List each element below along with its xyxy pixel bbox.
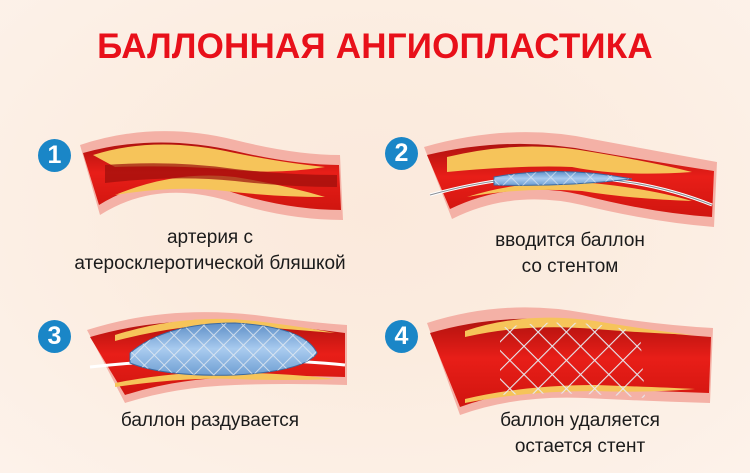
balloon-with-stent-inserted-illustration [424,132,717,227]
caption-line-1: вводится баллон [495,230,645,251]
step-number-badge: 2 [385,137,418,170]
caption-line-2: со стентом [521,256,619,277]
stent-remains-illustration [427,307,713,415]
step-number-badge: 3 [38,320,71,353]
caption-line-1: артерия с [166,227,254,248]
step-number-badge: 1 [38,139,71,172]
step-caption: баллон раздувается [80,408,340,434]
artery-with-plaque-illustration [80,131,343,220]
caption-line-2: остается стент [514,436,646,457]
step-caption: вводится баллон со стентом [470,228,670,280]
step-caption: баллон удаляется остается стент [470,408,690,460]
step-number-badge: 4 [385,320,418,353]
caption-line-1: баллон раздувается [120,410,300,431]
caption-line-1: баллон удаляется [500,410,660,431]
caption-line-2: атеросклеротической бляшкой [74,253,346,274]
balloon-inflated-illustration [87,312,347,403]
page-title: БАЛЛОННАЯ АНГИОПЛАСТИКА [97,27,653,66]
step-caption: артерия с атеросклеротической бляшкой [60,225,360,277]
